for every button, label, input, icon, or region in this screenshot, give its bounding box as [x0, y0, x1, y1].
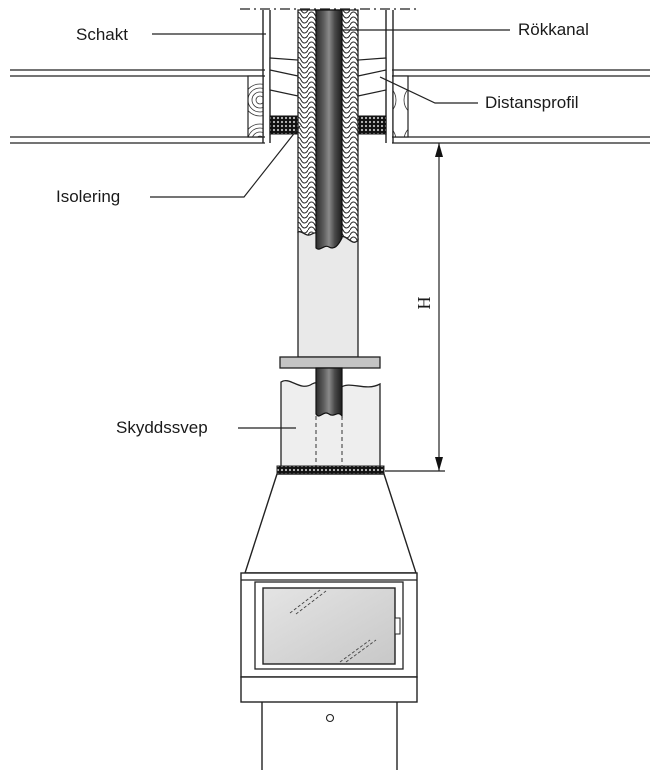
ceiling-beams [10, 69, 650, 144]
joist-block-left [247, 75, 264, 138]
fireplace-door-handle [394, 617, 401, 635]
spacer-profile-right [357, 57, 387, 97]
insulation-strip-right [357, 115, 387, 135]
spacer-profile-left [269, 57, 299, 97]
fireplace-hood [244, 473, 417, 574]
leader-lines [150, 29, 510, 429]
height-dimension [385, 143, 445, 472]
joist-block-right [392, 75, 409, 138]
insulation-strip-left [269, 115, 299, 135]
pedestal-knob [325, 713, 335, 723]
label-skyddssvep: Skyddssvep [116, 418, 208, 437]
label-isolering: Isolering [56, 187, 120, 206]
fireplace-base-band [240, 676, 418, 703]
sleeve-collar [276, 465, 385, 475]
height-label: H [414, 297, 434, 310]
label-rokkanal: Rökkanal [518, 20, 589, 39]
flue-pipe [315, 9, 343, 250]
label-schakt: Schakt [76, 25, 128, 44]
fireplace-glass-window [262, 587, 396, 665]
flange-plate [279, 356, 381, 369]
hidden-pipe-lines [315, 416, 343, 468]
glass-reflection [289, 589, 377, 663]
label-distansprofil: Distansprofil [485, 93, 579, 112]
flue-pipe-lower [315, 367, 343, 418]
chimney-outer-casing [297, 231, 359, 358]
fireplace-pedestal [261, 702, 398, 770]
